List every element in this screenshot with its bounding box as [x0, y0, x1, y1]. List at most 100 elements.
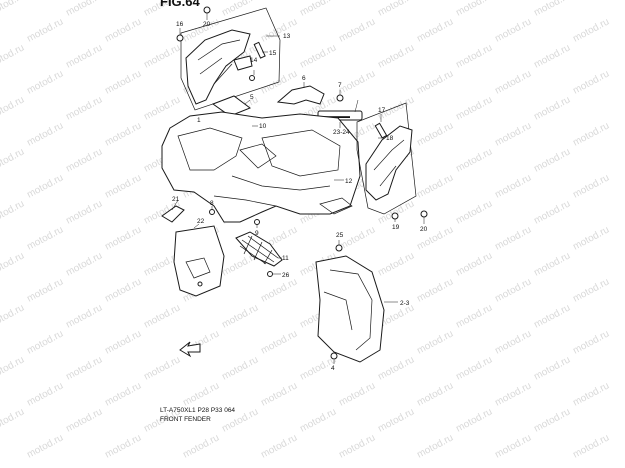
watermark-text: motod.ru [571, 172, 611, 200]
screw-20-top [203, 6, 211, 14]
watermark-text: motod.ru [0, 0, 26, 19]
screw-20-right [420, 210, 428, 218]
group-17-outline [356, 102, 417, 215]
watermark-text: motod.ru [571, 380, 611, 408]
watermark-text: motod.ru [532, 42, 572, 70]
callout-12: 12 [345, 178, 353, 185]
watermark-text: motod.ru [376, 42, 416, 70]
callout-7: 7 [338, 82, 342, 89]
part-13-group [176, 6, 281, 111]
watermark-text: motod.ru [454, 42, 494, 70]
watermark-text: motod.ru [493, 68, 533, 96]
watermark-text: motod.ru [259, 380, 299, 408]
watermark-text: motod.ru [25, 16, 65, 44]
watermark-text: motod.ru [493, 120, 533, 148]
watermark-text: motod.ru [142, 42, 182, 70]
watermark-text: motod.ru [376, 406, 416, 434]
watermark-text: motod.ru [64, 94, 104, 122]
watermark-text: motod.ru [376, 0, 416, 19]
watermark-text: motod.ru [220, 302, 260, 330]
callout-25: 25 [336, 232, 344, 239]
callout-22: 22 [197, 218, 205, 225]
bolt-7 [336, 94, 344, 102]
watermark-text: motod.ru [64, 406, 104, 434]
watermark-text: motod.ru [103, 16, 143, 44]
watermark-text: motod.ru [454, 94, 494, 122]
callout-6: 6 [302, 75, 306, 82]
callout-15: 15 [269, 50, 277, 57]
callout-8: 8 [210, 200, 214, 207]
mesh-pattern [239, 235, 279, 265]
callout-labels: 16 20 13 15 14 5 10 6 7 1 23-24 17 18 12… [172, 21, 428, 372]
watermark-text: motod.ru [532, 406, 572, 434]
watermark-text: motod.ru [337, 380, 377, 408]
watermark-text: motod.ru [415, 432, 455, 460]
callout-20: 20 [203, 21, 211, 28]
watermark-text: motod.ru [571, 276, 611, 304]
watermark-text: motod.ru [493, 328, 533, 356]
watermark-text: motod.ru [415, 172, 455, 200]
watermark-text: motod.ru [64, 354, 104, 382]
watermark-text: motod.ru [259, 16, 299, 44]
watermark-text: motod.ru [298, 406, 338, 434]
watermark-text: motod.ru [64, 42, 104, 70]
watermark-text: motod.ru [0, 198, 26, 226]
watermark-text: motod.ru [532, 302, 572, 330]
watermark-text: motod.ru [532, 146, 572, 174]
watermark-text: motod.ru [571, 68, 611, 96]
figure-name-caption: FRONT FENDER [160, 416, 211, 423]
rubber-pin-18 [374, 122, 388, 139]
callout-23-24: 23-24 [333, 129, 350, 136]
callout-26: 26 [282, 272, 290, 279]
front-fender-body [161, 111, 361, 223]
watermark-text: motod.ru [0, 250, 26, 278]
watermark-text: motod.ru [142, 94, 182, 122]
callout-10: 10 [259, 123, 267, 130]
watermark-text: motod.ru [454, 250, 494, 278]
group-13-outline [180, 7, 281, 111]
watermark-text: motod.ru [493, 380, 533, 408]
callout-5: 5 [250, 94, 254, 101]
watermark-text: motod.ru [0, 146, 26, 174]
leader-lines [171, 13, 425, 364]
watermark-text: motod.ru [64, 198, 104, 226]
watermark-text: motod.ru [25, 380, 65, 408]
mesh-grille-11 [235, 231, 283, 267]
watermark-text: motod.ru [337, 432, 377, 460]
cover-clip [233, 55, 253, 71]
watermark-text: motod.ru [415, 380, 455, 408]
callout-11: 11 [282, 255, 289, 262]
clip-25 [335, 244, 343, 252]
left-side-cover [185, 29, 251, 105]
fender-lower-contour [213, 175, 331, 207]
watermark-text: motod.ru [454, 146, 494, 174]
watermark-text: motod.ru [25, 224, 65, 252]
part-6-shield [276, 85, 325, 105]
callout-19: 19 [392, 224, 400, 231]
watermark-text: motod.ru [103, 276, 143, 304]
callout-20-right: 20 [420, 226, 428, 233]
watermark-text: motod.ru [337, 16, 377, 44]
screw-26 [267, 271, 273, 277]
watermark-text: motod.ru [103, 172, 143, 200]
watermark-text: motod.ru [454, 406, 494, 434]
nut-14 [249, 75, 255, 81]
right-side-cover-detail [373, 139, 405, 187]
watermark-text: motod.ru [532, 354, 572, 382]
right-side-cover [365, 125, 413, 201]
callout-18: 18 [386, 135, 394, 142]
watermark-text: motod.ru [337, 224, 377, 252]
watermark-text: motod.ru [493, 172, 533, 200]
watermark-text: motod.ru [259, 432, 299, 460]
callout-4: 4 [331, 365, 335, 372]
watermark-text: motod.ru [532, 250, 572, 278]
watermark-text: motod.ru [103, 224, 143, 252]
watermark-text: motod.ru [493, 16, 533, 44]
watermark-text: motod.ru [259, 276, 299, 304]
mud-guard-2-3 [315, 255, 385, 363]
watermark-text: motod.ru [103, 432, 143, 460]
callout-17: 17 [378, 107, 386, 114]
inner-panel-cutout [185, 257, 211, 279]
